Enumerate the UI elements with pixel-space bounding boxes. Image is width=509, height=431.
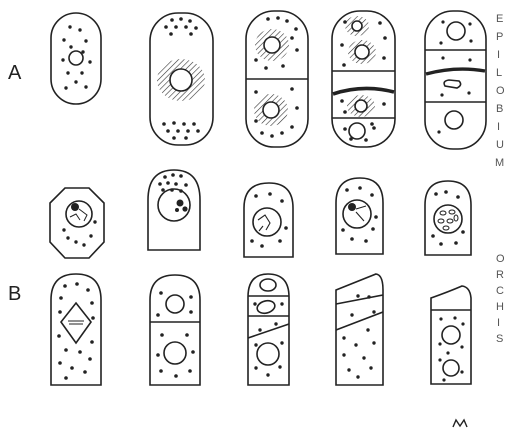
side-letter: C (496, 285, 504, 297)
side-letter: I (497, 317, 500, 329)
orchis-cell-8 (248, 274, 289, 385)
side-letter: B (496, 103, 503, 115)
side-letter: P (496, 31, 503, 43)
side-letter: M (495, 157, 504, 169)
side-letter: U (496, 139, 504, 151)
orchis-cell-2 (148, 170, 200, 250)
orchis-cell-6 (51, 274, 101, 385)
orchis-cell-9 (336, 274, 383, 385)
epilobium-cell-5 (425, 11, 486, 149)
artist-mark-icon (453, 420, 467, 427)
orchis-cell-1 (50, 188, 104, 258)
side-letter: O (496, 85, 505, 97)
orchis-cell-3 (244, 183, 293, 257)
orchis-cell-5 (425, 181, 471, 255)
row-label-b: B (8, 283, 21, 305)
side-letter: E (496, 13, 503, 25)
side-letter: S (496, 333, 503, 345)
epilobium-cell-1 (51, 13, 101, 104)
epilobium-cell-4 (332, 11, 395, 147)
side-letter: R (496, 269, 504, 281)
orchis-cell-4 (336, 178, 383, 254)
side-letter: I (497, 49, 500, 61)
side-letter: L (496, 67, 502, 79)
side-letter: O (496, 253, 505, 265)
side-label-orchis: O R C H I S (496, 253, 505, 345)
side-letter: I (497, 121, 500, 133)
orchis-cell-10 (431, 286, 471, 384)
side-letter: H (496, 301, 504, 313)
row-label-a: A (8, 62, 22, 84)
side-label-epilobium: E P I L O B I U M (495, 13, 505, 169)
orchis-cell-7 (150, 275, 200, 385)
epilobium-cell-2 (150, 13, 213, 145)
epilobium-cell-3 (246, 11, 308, 147)
